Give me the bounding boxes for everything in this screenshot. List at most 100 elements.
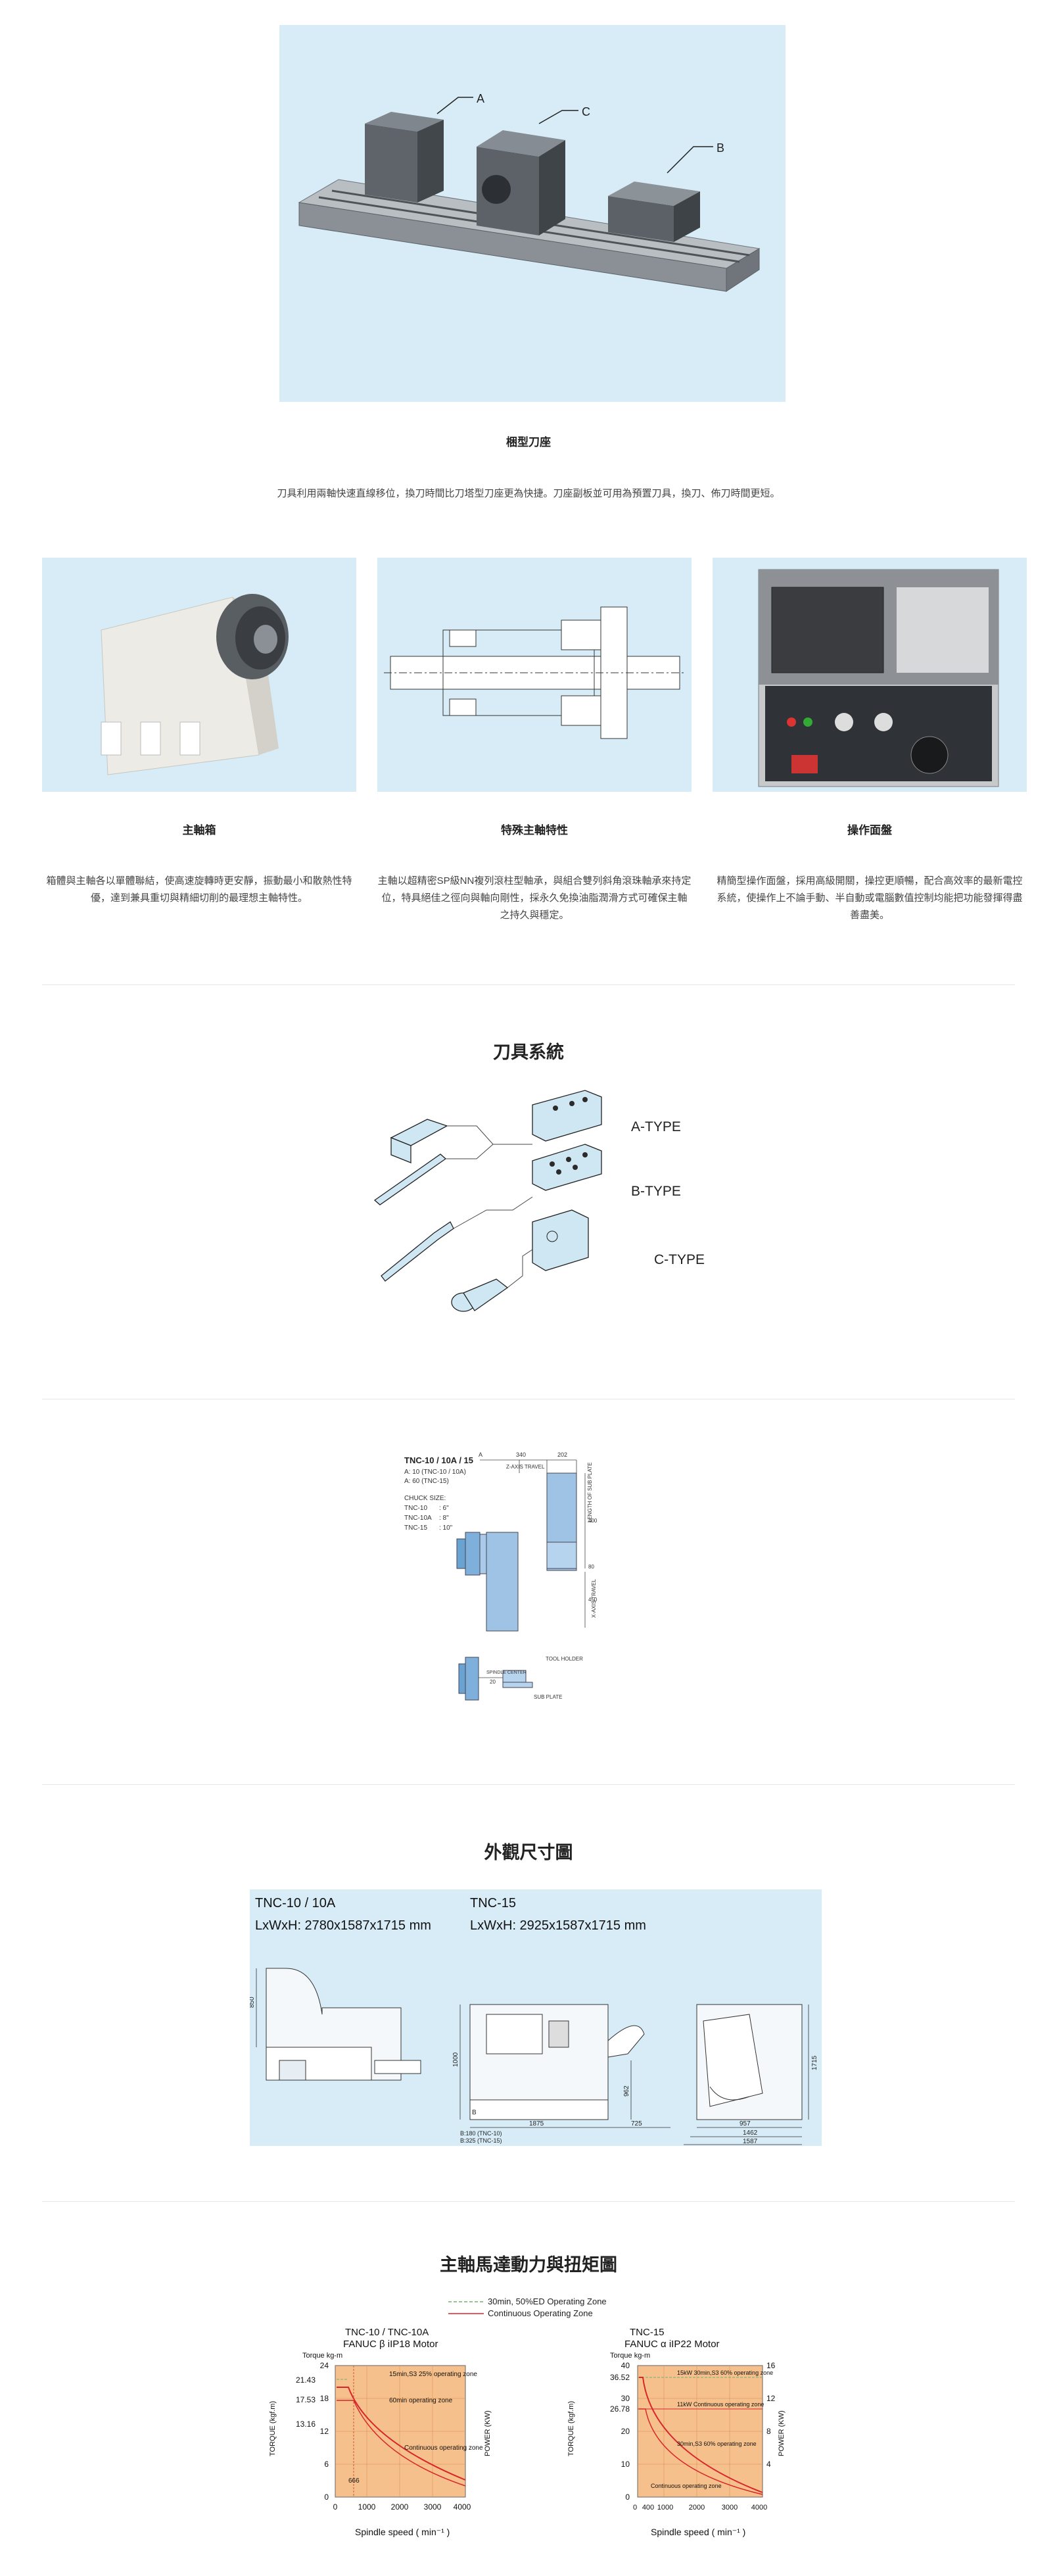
feature-title-spindle-box: 主軸箱 [182, 824, 216, 837]
chuck-size-2: : 8" [439, 1515, 449, 1522]
right-x-3000: 3000 [722, 2504, 738, 2512]
left-x-1000: 1000 [358, 2502, 376, 2512]
travel-label-spindle-center: SPINDLE CENTER [486, 1670, 527, 1675]
right-torque-26: 26.78 [610, 2404, 630, 2414]
dim-1587: 1587 [743, 2138, 758, 2145]
travel-label-80: 80 [588, 1564, 594, 1570]
left-torque-17: 17.53 [296, 2395, 316, 2404]
right-x-0: 0 [633, 2504, 637, 2512]
left-note-continuous: Continuous operating zone [404, 2444, 483, 2452]
dim-725: 725 [631, 2120, 642, 2127]
chuck-model-3: TNC-15 [404, 1524, 427, 1532]
travel-label-340: 340 [516, 1451, 526, 1458]
left-y-24: 24 [320, 2361, 329, 2370]
right-ylabel: TORQUE (kgf.m) [567, 2401, 575, 2456]
tooling-title: 刀具系統 [493, 1042, 564, 1062]
chuck-title: CHUCK SIZE: [404, 1495, 446, 1502]
feature-text-spindle-box: 箱體與主軸各以單體聯結，使高速旋轉時更安靜，振動最小和散熱性特優，達到兼具重切與… [46, 875, 352, 904]
left-y-18: 18 [320, 2394, 329, 2403]
left-ylabel: TORQUE (kgf.m) [269, 2401, 277, 2456]
left-y-12: 12 [320, 2427, 329, 2436]
dim-b1: B:180 (TNC-10) [460, 2130, 502, 2137]
tool-type-a: A-TYPE [631, 1119, 681, 1134]
left-y-6: 6 [324, 2460, 329, 2469]
left-motor: FANUC β iIP18 Motor [343, 2339, 438, 2350]
right-y-0: 0 [625, 2492, 630, 2502]
dim-962: 962 [623, 2085, 630, 2097]
chuck-size-3: : 10" [439, 1524, 453, 1532]
feature-text-control-panel: 精簡型操作面盤，採用高級開關，操控更順暢，配合高效率的最新電控系統，使操作上不論… [716, 875, 1023, 921]
feature-text-special-spindle: 主軸以超精密SP級NN複列滾柱型軸承，與組合雙列斜角滾珠軸承來持定位，特具絕佳之… [377, 875, 692, 921]
right-note-30min: 30min,S3 60% operating zone [677, 2441, 757, 2447]
travel-label-20: 20 [490, 1679, 496, 1685]
left-x-3000: 3000 [424, 2502, 442, 2512]
left-x-2000: 2000 [391, 2502, 409, 2512]
feature-title-special-spindle: 特殊主軸特性 [501, 824, 568, 837]
gang-description: 刀具利用兩軸快速直線移位，換刀時間比刀塔型刀座更為快捷。刀座副板並可用為預置刀具… [277, 488, 780, 499]
right-y-30: 30 [621, 2394, 630, 2403]
travel-diagram: TNC-10 / 10A / 15 A: 10 (TNC-10 / 10A) A… [394, 1444, 664, 1726]
right-xlabel: Spindle speed ( min⁻¹ ) [651, 2527, 745, 2537]
dim-850: 850 [250, 1997, 256, 2008]
left-note-15min: 15min,S3 25% operating zone [389, 2371, 477, 2378]
dim-b: B [472, 2109, 477, 2116]
travel-label-ztravel: Z-AXIS TRAVEL [506, 1464, 545, 1470]
right-y-40: 40 [621, 2361, 630, 2370]
divider [42, 984, 1015, 985]
dim-1715: 1715 [811, 2055, 818, 2070]
chuck-model-2: TNC-10A [404, 1515, 432, 1522]
left-y-0: 0 [324, 2492, 329, 2502]
torque-chart-left: TNC-10 / TNC-10A FANUC β iIP18 Motor Tor… [263, 2325, 526, 2548]
tool-type-b: B-TYPE [631, 1184, 681, 1199]
travel-label-sub-plate: SUB PLATE [534, 1694, 562, 1700]
right-note-15kw: 15kW 30min,S3 60% operating zone [677, 2369, 773, 2376]
dim-1000: 1000 [452, 2052, 459, 2067]
right-p-16: 16 [766, 2361, 776, 2370]
left-model: TNC-10 / TNC-10A [345, 2327, 429, 2338]
right-p-8: 8 [766, 2427, 771, 2436]
right-x-1000: 1000 [657, 2504, 673, 2512]
legend-30min: 30min, 50%ED Operating Zone [488, 2297, 607, 2306]
left-x-0: 0 [333, 2502, 338, 2512]
divider [42, 2201, 1015, 2202]
left-xlabel: Spindle speed ( min⁻¹ ) [355, 2527, 450, 2537]
tooling-diagram: A-TYPE B-TYPE C-TYPE [355, 1079, 723, 1342]
travel-label-length-sub: LENGTH OF SUB PLATE [587, 1463, 593, 1522]
divider [42, 1784, 1015, 1785]
left-ylabel2: POWER (KW) [484, 2410, 492, 2456]
travel-a-line-2: A: 60 (TNC-15) [404, 1478, 449, 1485]
travel-label-tool-holder: TOOL HOLDER [546, 1656, 583, 1662]
left-torque-13: 13.16 [296, 2419, 316, 2429]
gang-tool-image: A C B [279, 25, 786, 402]
chuck-model-1: TNC-10 [404, 1505, 427, 1512]
power-title: 主軸馬達動力與扭矩圖 [440, 2255, 617, 2275]
dims-panel: TNC-10 / 10A LxWxH: 2780x1587x1715 mm TN… [250, 1889, 822, 2146]
right-p-12: 12 [766, 2394, 776, 2403]
dim-b2: B:325 (TNC-15) [460, 2137, 502, 2144]
right-x-400: 400 [642, 2504, 654, 2512]
right-p-4: 4 [766, 2460, 771, 2469]
dim-1462: 1462 [743, 2129, 758, 2137]
dims-right-model: TNC-15 [470, 1896, 517, 1910]
left-torque-unit: Torque kg-m [302, 2352, 342, 2360]
dims-left-size: LxWxH: 2780x1587x1715 mm [255, 1918, 431, 1933]
travel-label-xtravel: X-AXIS TRAVEL [591, 1579, 597, 1618]
dims-left-model: TNC-10 / 10A [255, 1896, 336, 1910]
right-torque-unit: Torque kg-m [610, 2352, 650, 2360]
tool-type-c: C-TYPE [654, 1252, 705, 1267]
right-note-11kw: 11kW Continuous operating zone [677, 2401, 764, 2408]
right-note-continuous: Continuous operating zone [651, 2483, 722, 2489]
left-x-4000: 4000 [454, 2502, 471, 2512]
right-torque-36: 36.52 [610, 2373, 630, 2382]
right-x-2000: 2000 [689, 2504, 705, 2512]
gang-caption: 梱型刀座 [506, 436, 551, 449]
control-panel-image [713, 558, 1027, 792]
dim-1875: 1875 [529, 2120, 544, 2127]
feature-title-control-panel: 操作面盤 [847, 824, 892, 837]
left-torque-21: 21.43 [296, 2375, 316, 2385]
travel-a-line-1: A: 10 (TNC-10 / 10A) [404, 1469, 466, 1476]
label-a: A [477, 92, 484, 105]
travel-label-202: 202 [557, 1451, 567, 1458]
label-c: C [582, 105, 590, 118]
right-ylabel2: POWER (KW) [778, 2410, 786, 2456]
